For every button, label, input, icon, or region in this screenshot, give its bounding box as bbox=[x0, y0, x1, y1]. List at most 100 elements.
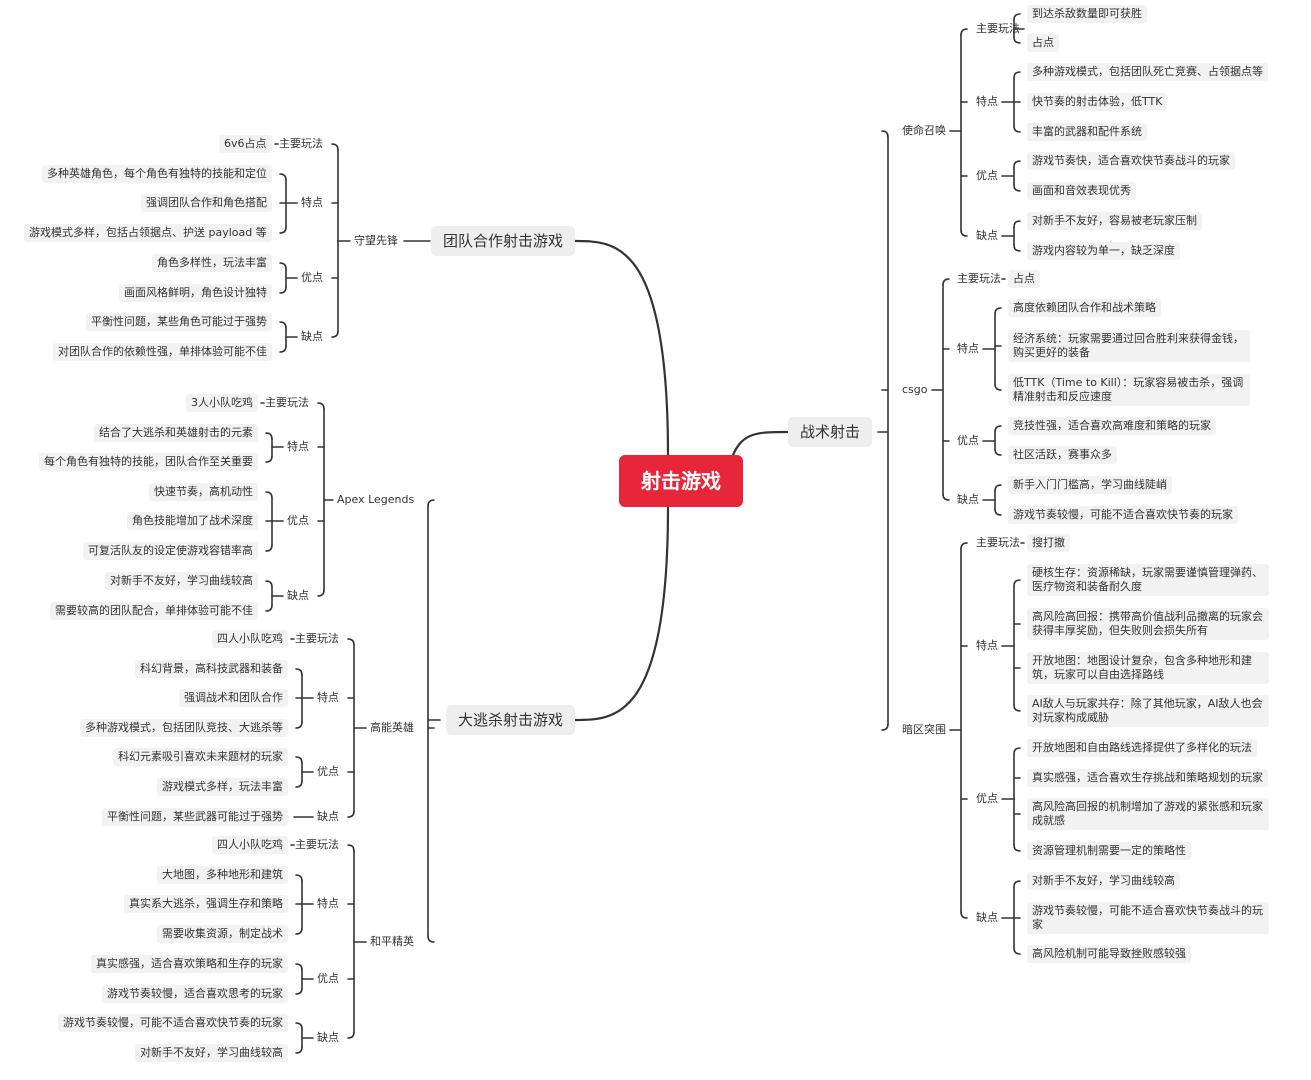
item-text: 多种游戏模式，包括团队竞技、大逃杀等 bbox=[80, 719, 288, 737]
item-text: 科幻背景，高科技武器和装备 bbox=[135, 660, 288, 678]
section-label-features: 特点 bbox=[317, 897, 339, 910]
item-text: 丰富的武器和配件系统 bbox=[1027, 123, 1147, 141]
section-label-cons: 缺点 bbox=[976, 911, 998, 924]
connector-line bbox=[960, 229, 968, 237]
connector-line bbox=[731, 430, 790, 457]
game-node-2-2: 暗区突围 bbox=[902, 723, 946, 736]
connector-line bbox=[295, 987, 303, 995]
item-text: 开放地图和自由路线选择提供了多样化的玩法 bbox=[1027, 739, 1257, 757]
connector-line bbox=[295, 1046, 303, 1054]
item-text: 平衡性问题，某些武器可能过于强势 bbox=[102, 808, 288, 826]
item-text: 6v6占点 bbox=[219, 135, 272, 153]
item-text: 需要收集资源，制定战术 bbox=[157, 925, 288, 943]
connector-line bbox=[295, 756, 303, 764]
section-label-features: 特点 bbox=[287, 440, 309, 453]
connector-line bbox=[295, 927, 303, 935]
item-text: 对新手不友好，学习曲线较高 bbox=[105, 572, 258, 590]
item-text: 社区活跃，赛事众多 bbox=[1008, 446, 1117, 464]
section-label-cons: 缺点 bbox=[301, 330, 323, 343]
connector-line bbox=[1013, 220, 1021, 228]
connector-line bbox=[347, 844, 355, 852]
section-label-cons: 缺点 bbox=[287, 589, 309, 602]
item-text: 需要较高的团队配合，单排体验可能不佳 bbox=[50, 602, 258, 620]
connector-line bbox=[279, 173, 287, 181]
section-label-features: 特点 bbox=[976, 639, 998, 652]
connector-line bbox=[942, 493, 950, 501]
connector-line bbox=[427, 499, 435, 507]
connector-line bbox=[295, 874, 303, 882]
connector-line bbox=[331, 143, 339, 151]
connector-line bbox=[942, 278, 950, 286]
connector-line bbox=[279, 226, 287, 234]
item-text: 经济系统：玩家需要通过回合胜利来获得金钱，购买更好的装备 bbox=[1008, 330, 1250, 362]
connector-line bbox=[347, 1031, 355, 1039]
item-text: 真实感强，适合喜欢策略和生存的玩家 bbox=[91, 955, 288, 973]
connector-line bbox=[279, 286, 287, 294]
item-text: 多种英雄角色，每个角色有独特的技能和定位 bbox=[42, 165, 272, 183]
section-label-features: 特点 bbox=[301, 196, 323, 209]
section-label-pros: 优点 bbox=[976, 792, 998, 805]
connector-line bbox=[994, 307, 1002, 315]
connector-line bbox=[1013, 13, 1021, 21]
item-text: 角色技能增加了战术深度 bbox=[127, 512, 258, 530]
connector-line bbox=[347, 810, 355, 818]
connector-line bbox=[295, 721, 303, 729]
connector-line bbox=[331, 330, 339, 338]
item-text: 真实感强，适合喜欢生存挑战和策略规划的玩家 bbox=[1027, 769, 1268, 787]
item-text: 占点 bbox=[1008, 270, 1040, 288]
connector-line bbox=[1013, 880, 1021, 888]
item-text: 高度依赖团队合作和战术策略 bbox=[1008, 299, 1161, 317]
item-text: 每个角色有独特的技能，团队合作至关重要 bbox=[39, 453, 258, 471]
connector-line bbox=[994, 484, 1002, 492]
game-node-1-0: Apex Legends bbox=[337, 493, 415, 506]
branch-node-0: 团队合作射击游戏 bbox=[431, 226, 576, 256]
item-text: 对新手不友好，学习曲线较高 bbox=[1027, 872, 1180, 890]
connector-line bbox=[265, 604, 273, 612]
connector-line bbox=[960, 542, 968, 550]
section-label-main-gameplay: 主要玩法 bbox=[976, 536, 1020, 549]
section-label-main-gameplay: 主要玩法 bbox=[265, 396, 309, 409]
item-text: 低TTK（Time to Kill）：玩家容易被击杀，强调精准射击和反应速度 bbox=[1008, 374, 1250, 406]
item-text: 3人小队吃鸡 bbox=[186, 394, 258, 412]
connector-line bbox=[1013, 947, 1021, 955]
section-label-pros: 优点 bbox=[957, 434, 979, 447]
item-text: 高风险机制可能导致挫败感较强 bbox=[1027, 945, 1191, 963]
connector-line bbox=[295, 963, 303, 971]
item-text: 对团队合作的依赖性强，单排体验可能不佳 bbox=[53, 343, 272, 361]
item-text: 资源管理机制需要一定的策略性 bbox=[1027, 842, 1191, 860]
connector-line bbox=[295, 668, 303, 676]
item-text: 四人小队吃鸡 bbox=[212, 630, 288, 648]
item-text: 四人小队吃鸡 bbox=[212, 836, 288, 854]
section-label-pros: 优点 bbox=[317, 765, 339, 778]
item-text: 游戏节奏较慢，可能不适合喜欢快节奏的玩家 bbox=[1008, 506, 1238, 524]
item-text: 角色多样性，玩法丰富 bbox=[152, 254, 272, 272]
item-text: 高风险高回报：携带高价值战利品撤离的玩家会获得丰厚奖励，但失败则会损失所有 bbox=[1027, 608, 1269, 640]
connector-line bbox=[960, 911, 968, 919]
item-text: 搜打撤 bbox=[1027, 534, 1070, 552]
connector-line bbox=[1013, 36, 1021, 44]
connector-line bbox=[881, 723, 889, 731]
item-text: 真实系大逃杀，强调生存和策略 bbox=[124, 895, 288, 913]
item-text: 硬核生存：资源稀缺，玩家需要谨慎管理弹药、医疗物资和装备耐久度 bbox=[1027, 564, 1269, 596]
section-label-main-gameplay: 主要玩法 bbox=[295, 632, 339, 645]
connector-line bbox=[994, 383, 1002, 391]
section-label-features: 特点 bbox=[957, 342, 979, 355]
item-text: 平衡性问题，某些角色可能过于强势 bbox=[86, 313, 272, 331]
game-node-1-1: 高能英雄 bbox=[370, 721, 414, 734]
connector-line bbox=[279, 345, 287, 353]
item-text: 新手入门门槛高，学习曲线陡峭 bbox=[1008, 476, 1172, 494]
section-label-pros: 优点 bbox=[976, 169, 998, 182]
item-text: 开放地图：地图设计复杂，包含多种地形和建筑，玩家可以自由选择路线 bbox=[1027, 652, 1269, 684]
connector-line bbox=[1013, 160, 1021, 168]
branch-node-1: 大逃杀射击游戏 bbox=[446, 705, 576, 735]
connector-line bbox=[960, 28, 968, 36]
game-node-2-0: 使命召唤 bbox=[902, 124, 946, 137]
connector-line bbox=[573, 505, 670, 722]
game-node-0-0: 守望先锋 bbox=[354, 234, 398, 247]
section-label-pros: 优点 bbox=[317, 972, 339, 985]
item-text: 高风险高回报的机制增加了游戏的紧张感和玩家成就感 bbox=[1027, 798, 1269, 830]
item-text: 对新手不友好，学习曲线较高 bbox=[135, 1044, 288, 1062]
connector-line bbox=[347, 638, 355, 646]
item-text: 游戏节奏较慢，适合喜欢思考的玩家 bbox=[102, 985, 288, 1003]
